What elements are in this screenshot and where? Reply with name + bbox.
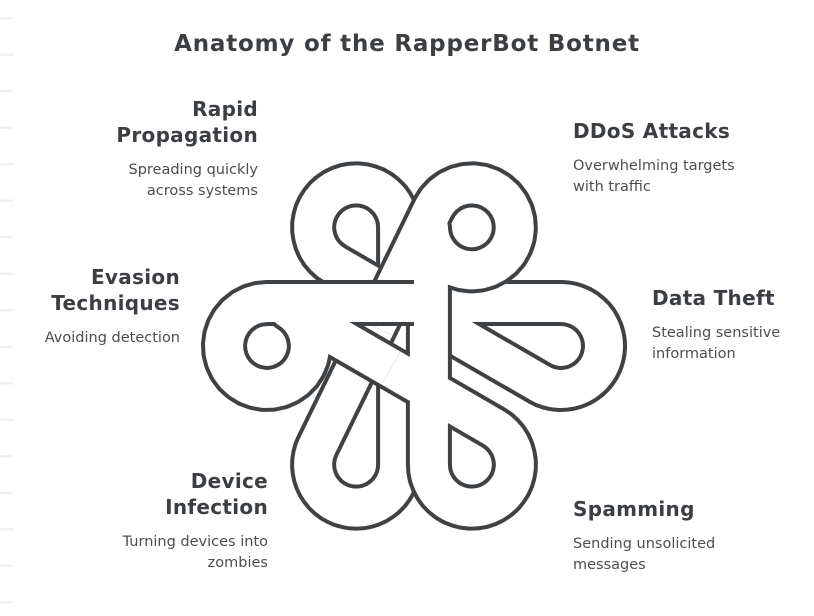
node-description: Avoiding detection [44,330,180,346]
node-title: Data Theft [652,286,775,310]
node-evasion-techniques: Evasion Techniques Avoiding detection [0,264,180,349]
node-description: Spreading quickly across systems [128,162,259,199]
node-title: Device Infection [165,469,268,519]
node-description: Sending unsolicited messages [573,536,716,573]
page-title: Anatomy of the RapperBot Botnet [174,31,640,57]
knot-strand [294,318,419,527]
node-spamming: Spamming Sending unsolicited messages [573,496,783,576]
notebook-ruling [0,17,13,616]
knot-strand [358,165,534,346]
node-description: Stealing sensitive information [652,325,781,362]
node-title: Evasion Techniques [51,265,180,315]
knot-strand [381,346,534,527]
knot-strand [205,284,414,408]
node-device-infection: Device Infection Turning devices into zo… [66,468,268,574]
node-data-theft: Data Theft Stealing sensitive informatio… [652,285,812,365]
knot-strand [414,284,623,408]
knot-strand [294,165,447,346]
node-title: Rapid Propagation [116,97,258,147]
node-title: DDoS Attacks [573,119,731,143]
node-description: Overwhelming targets with traffic [573,158,735,195]
node-title: Spamming [573,497,695,521]
node-ddos-attacks: DDoS Attacks Overwhelming targets with t… [573,118,783,198]
node-rapid-propagation: Rapid Propagation Spreading quickly acro… [56,96,258,202]
node-description: Turning devices into zombies [122,534,268,571]
